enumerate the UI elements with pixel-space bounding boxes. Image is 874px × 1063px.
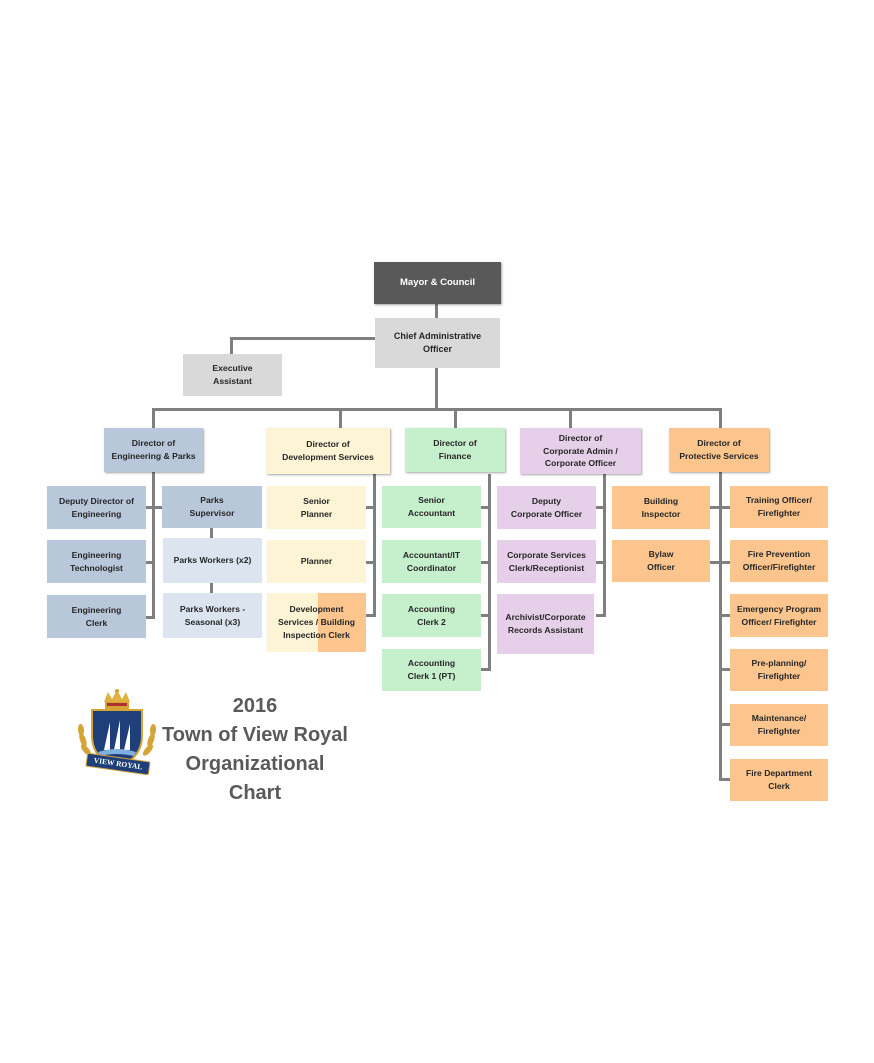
connector-dev-vertical	[373, 474, 376, 616]
director-protective-box: Director of Protective Services	[669, 428, 769, 472]
connector-prot-drop	[719, 408, 722, 428]
connector-prot-tick	[719, 614, 730, 617]
connector-parks-v2	[210, 583, 213, 593]
connector-corp-drop	[569, 408, 572, 428]
fire-department-clerk-box: Fire Department Clerk	[730, 759, 828, 801]
cao-box: Chief Administrative Officer	[375, 318, 500, 368]
connector-prot-tick	[719, 723, 730, 726]
director-finance-box: Director of Finance	[405, 428, 505, 472]
deputy-corporate-officer-box: Deputy Corporate Officer	[497, 486, 596, 529]
connector-prot-vertical	[719, 472, 722, 780]
senior-accountant-box: Senior Accountant	[382, 486, 481, 528]
archivist-records-assistant-box: Archivist/Corporate Records Assistant	[497, 594, 594, 654]
engineering-clerk-box: Engineering Clerk	[47, 595, 146, 638]
connector-prot-tick	[710, 506, 730, 509]
parks-supervisor-box: Parks Supervisor	[162, 486, 262, 528]
director-development-box: Director of Development Services	[266, 428, 390, 474]
connector-prot-tick	[710, 561, 730, 564]
connector-cao-down	[435, 368, 438, 410]
connector-corp-tick	[596, 614, 606, 617]
connector-fin-vertical	[488, 474, 491, 671]
mayor-council-box: Mayor & Council	[374, 262, 501, 304]
emergency-program-officer-box: Emergency Program Officer/ Firefighter	[730, 594, 828, 637]
corporate-services-clerk-box: Corporate Services Clerk/Receptionist	[497, 540, 596, 583]
view-royal-crest-icon	[74, 688, 160, 778]
connector-corp-vertical	[603, 474, 606, 616]
connector-mayor-cao	[435, 304, 438, 318]
connector-dev-tick	[366, 561, 376, 564]
connector-dev-tick	[366, 506, 376, 509]
maintenance-firefighter-box: Maintenance/ Firefighter	[730, 704, 828, 746]
connector-cao-exec-h	[230, 337, 375, 340]
fire-prevention-officer-box: Fire Prevention Officer/Firefighter	[730, 540, 828, 582]
connector-fin-tick	[481, 561, 491, 564]
connector-prot-tick	[719, 668, 730, 671]
bylaw-officer-box: Bylaw Officer	[612, 540, 710, 582]
training-officer-box: Training Officer/ Firefighter	[730, 486, 828, 528]
connector-eng-drop	[152, 408, 155, 428]
deputy-director-engineering-box: Deputy Director of Engineering	[47, 486, 146, 529]
connector-parks-v1	[210, 528, 213, 538]
connector-director-bus	[152, 408, 722, 411]
connector-fin-tick	[481, 614, 491, 617]
connector-cao-exec-v	[230, 337, 233, 354]
parks-workers-seasonal-box: Parks Workers - Seasonal (x3)	[163, 593, 262, 638]
connector-eng-tick	[146, 561, 155, 564]
connector-corp-tick	[596, 506, 606, 509]
chart-title: 2016 Town of View Royal Organizational C…	[162, 695, 348, 804]
connector-eng-vertical	[152, 472, 155, 618]
accountant-it-coordinator-box: Accountant/IT Coordinator	[382, 540, 481, 583]
connector-corp-tick	[596, 561, 606, 564]
connector-fin-tick	[481, 506, 491, 509]
senior-planner-box: Senior Planner	[267, 486, 366, 529]
development-clerk-box: Development Services / Building Inspecti…	[267, 593, 366, 652]
connector-prot-tick	[719, 778, 730, 781]
connector-dev-drop	[339, 408, 342, 428]
director-engineering-box: Director of Engineering & Parks	[104, 428, 203, 472]
connector-dev-tick	[366, 614, 376, 617]
director-corporate-box: Director of Corporate Admin / Corporate …	[520, 428, 641, 474]
planner-box: Planner	[267, 540, 366, 583]
accounting-clerk-2-box: Accounting Clerk 2	[382, 594, 481, 637]
connector-eng-tick	[146, 506, 162, 509]
connector-eng-tick	[146, 616, 155, 619]
executive-assistant-box: Executive Assistant	[183, 354, 282, 396]
connector-fin-drop	[454, 408, 457, 428]
accounting-clerk-1-box: Accounting Clerk 1 (PT)	[382, 649, 481, 691]
building-inspector-box: Building Inspector	[612, 486, 710, 529]
pre-planning-firefighter-box: Pre-planning/ Firefighter	[730, 649, 828, 691]
parks-workers-box: Parks Workers (x2)	[163, 538, 262, 583]
connector-fin-tick	[481, 668, 491, 671]
engineering-technologist-box: Engineering Technologist	[47, 540, 146, 583]
